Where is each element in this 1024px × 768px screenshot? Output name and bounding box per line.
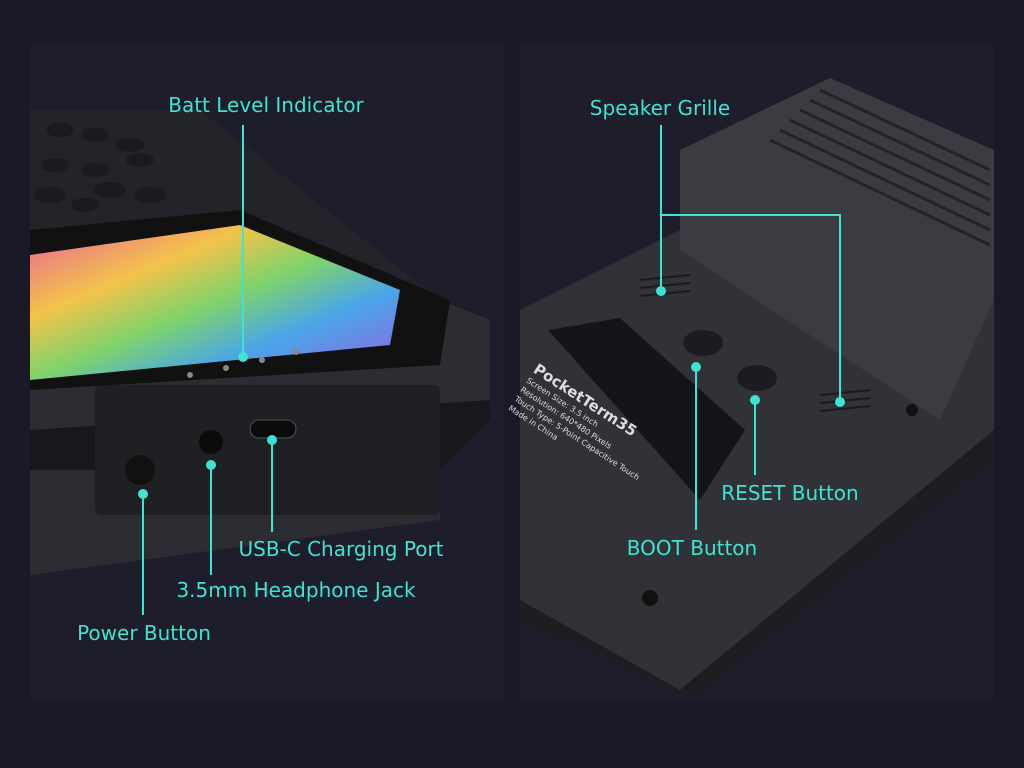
callout-lines bbox=[142, 125, 841, 615]
speaker-grille-label: Speaker Grille bbox=[589, 96, 731, 120]
battery-leds bbox=[187, 349, 299, 378]
headphone-jack bbox=[199, 430, 223, 454]
callout-dots bbox=[138, 286, 845, 499]
batt-level-label: Batt Level Indicator bbox=[168, 93, 364, 117]
boot-button-label: BOOT Button bbox=[626, 536, 758, 560]
power-button bbox=[125, 455, 155, 485]
usb-c-label: USB-C Charging Port bbox=[238, 537, 444, 561]
back-device bbox=[520, 78, 994, 700]
power-button-label: Power Button bbox=[77, 621, 211, 645]
reset-button-label: RESET Button bbox=[721, 481, 859, 505]
headphone-jack-label: 3.5mm Headphone Jack bbox=[176, 578, 416, 602]
speaker-slots bbox=[769, 88, 991, 247]
keyboard bbox=[34, 123, 166, 212]
front-device bbox=[30, 110, 490, 575]
grille-holes bbox=[639, 274, 871, 412]
boot-button bbox=[683, 330, 723, 356]
port-recess bbox=[95, 385, 440, 515]
reset-button bbox=[737, 365, 777, 391]
screen bbox=[30, 225, 400, 380]
